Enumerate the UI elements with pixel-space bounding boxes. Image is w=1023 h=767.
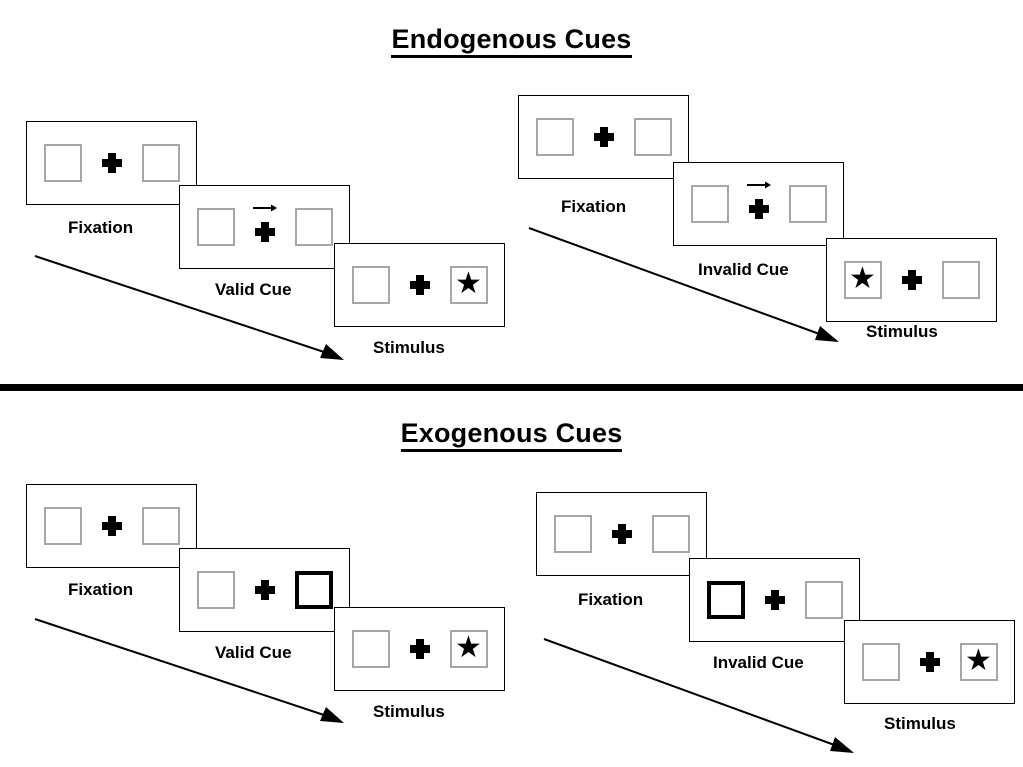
fixation-area bbox=[759, 578, 791, 622]
panel-exogenous-invalid-fixation: ★ ★ bbox=[536, 492, 707, 576]
fixation-cross-icon bbox=[409, 275, 430, 295]
stimulus-box-right: ★ bbox=[788, 185, 827, 223]
fixation-area bbox=[249, 204, 281, 249]
panel-label-exogenous-invalid-fixation: Fixation bbox=[578, 590, 644, 609]
stimulus-box-right: ★ bbox=[449, 266, 488, 304]
panel-label-endogenous-invalid-fixation: Fixation bbox=[561, 197, 627, 216]
stimulus-box-right: ★ bbox=[294, 208, 333, 246]
stimulus-box-right: ★ bbox=[941, 261, 980, 299]
stimulus-box-right-cued: ★ bbox=[294, 571, 333, 609]
panel-exogenous-valid-stimulus: ★ ★ bbox=[334, 607, 505, 691]
fixation-area bbox=[606, 512, 638, 556]
stimulus-box-right: ★ bbox=[141, 144, 180, 182]
star-icon: ★ bbox=[849, 262, 876, 295]
stimulus-box-right: ★ bbox=[651, 515, 690, 553]
fixation-cross-icon bbox=[919, 652, 940, 672]
section-title-exogenous: Exogenous Cues bbox=[0, 418, 1023, 452]
panel-label-endogenous-valid-fixation: Fixation bbox=[68, 218, 134, 237]
stimulus-box-right: ★ bbox=[959, 643, 998, 681]
panel-endogenous-valid-fixation: ★ ★ bbox=[26, 121, 197, 205]
fixation-cross-icon bbox=[748, 199, 769, 219]
stimulus-box-left: ★ bbox=[43, 144, 82, 182]
stimulus-box-right: ★ bbox=[633, 118, 672, 156]
fixation-area bbox=[914, 640, 946, 684]
fixation-area bbox=[96, 504, 128, 548]
arrow-right-cue-icon bbox=[252, 204, 277, 212]
fixation-cross-icon bbox=[101, 516, 122, 536]
fixation-area bbox=[404, 627, 436, 671]
fixation-cross-icon bbox=[611, 524, 632, 544]
section-title-endogenous: Endogenous Cues bbox=[0, 24, 1023, 58]
panel-label-endogenous-invalid-cue: Invalid Cue bbox=[698, 260, 789, 279]
star-icon: ★ bbox=[455, 267, 482, 300]
stimulus-box-left: ★ bbox=[196, 571, 235, 609]
panel-endogenous-invalid-fixation: ★ ★ bbox=[518, 95, 689, 179]
fixation-cross-icon bbox=[254, 580, 275, 600]
stimulus-box-left: ★ bbox=[861, 643, 900, 681]
panel-label-exogenous-valid-cue: Valid Cue bbox=[215, 643, 292, 662]
stimulus-box-left: ★ bbox=[43, 507, 82, 545]
star-icon: ★ bbox=[965, 644, 992, 677]
section-title-exogenous-text: Exogenous Cues bbox=[400, 418, 623, 452]
panel-exogenous-valid-cue: ★ ★ bbox=[179, 548, 350, 632]
fixation-cross-icon bbox=[764, 590, 785, 610]
fixation-area bbox=[588, 115, 620, 159]
panel-label-endogenous-invalid-stimulus: Stimulus bbox=[866, 322, 938, 341]
fixation-area bbox=[896, 258, 928, 302]
stimulus-box-left: ★ bbox=[553, 515, 592, 553]
arrow-right-cue-icon bbox=[746, 181, 771, 189]
stimulus-box-left: ★ bbox=[843, 261, 882, 299]
fixation-cross-icon bbox=[901, 270, 922, 290]
panel-endogenous-invalid-stimulus: ★ ★ bbox=[826, 238, 997, 322]
stimulus-box-left: ★ bbox=[690, 185, 729, 223]
fixation-area bbox=[404, 263, 436, 307]
fixation-cross-icon bbox=[593, 127, 614, 147]
time-arrow-exogenous-invalid bbox=[543, 638, 854, 753]
stimulus-box-right: ★ bbox=[141, 507, 180, 545]
fixation-cross-icon bbox=[101, 153, 122, 173]
panel-exogenous-invalid-cue: ★ ★ bbox=[689, 558, 860, 642]
panel-label-endogenous-valid-stimulus: Stimulus bbox=[373, 338, 445, 357]
stimulus-box-right: ★ bbox=[449, 630, 488, 668]
panel-label-endogenous-valid-cue: Valid Cue bbox=[215, 280, 292, 299]
stimulus-box-left-cued: ★ bbox=[706, 581, 745, 619]
panel-exogenous-invalid-stimulus: ★ ★ bbox=[844, 620, 1015, 704]
stimulus-box-left: ★ bbox=[351, 266, 390, 304]
stimulus-box-left: ★ bbox=[196, 208, 235, 246]
section-title-endogenous-text: Endogenous Cues bbox=[391, 24, 632, 58]
fixation-cross-icon bbox=[409, 639, 430, 659]
fixation-area bbox=[743, 181, 775, 226]
panel-endogenous-valid-stimulus: ★ ★ bbox=[334, 243, 505, 327]
panel-label-exogenous-valid-stimulus: Stimulus bbox=[373, 702, 445, 721]
fixation-area bbox=[96, 141, 128, 185]
section-divider bbox=[0, 384, 1023, 391]
panel-label-exogenous-invalid-stimulus: Stimulus bbox=[884, 714, 956, 733]
star-icon: ★ bbox=[455, 631, 482, 664]
stimulus-box-right: ★ bbox=[804, 581, 843, 619]
panel-label-exogenous-invalid-cue: Invalid Cue bbox=[713, 653, 804, 672]
panel-label-exogenous-valid-fixation: Fixation bbox=[68, 580, 134, 599]
stimulus-box-left: ★ bbox=[535, 118, 574, 156]
stimulus-box-left: ★ bbox=[351, 630, 390, 668]
panel-exogenous-valid-fixation: ★ ★ bbox=[26, 484, 197, 568]
fixation-area bbox=[249, 568, 281, 612]
panel-endogenous-valid-cue: ★ ★ bbox=[179, 185, 350, 269]
panel-endogenous-invalid-cue: ★ ★ bbox=[673, 162, 844, 246]
fixation-cross-icon bbox=[254, 222, 275, 242]
